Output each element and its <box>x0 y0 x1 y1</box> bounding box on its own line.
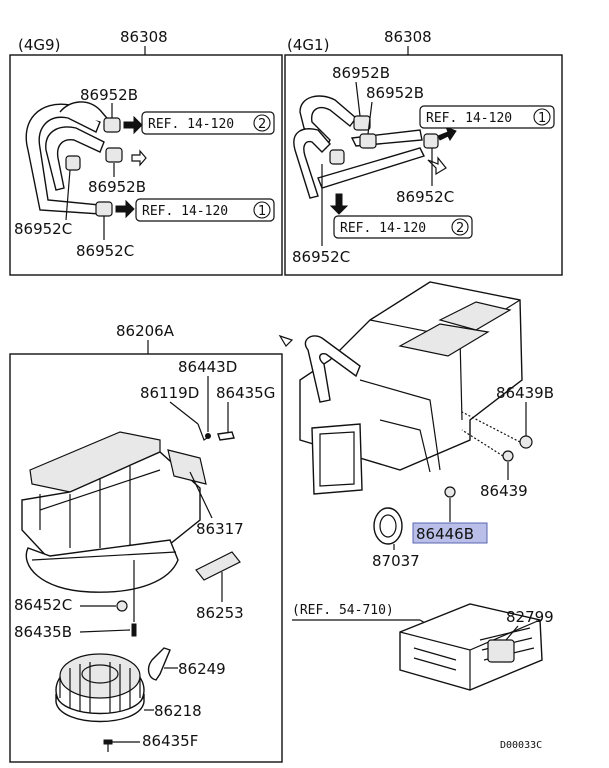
ref-label-54-710[interactable]: (REF. 54-710) <box>292 603 394 618</box>
variant-label-4g1: (4G1) <box>287 36 329 54</box>
cooling-tube-86249 <box>147 647 171 681</box>
clamp-label-86952c-2: 86952C <box>76 242 134 260</box>
panel-frame-blower <box>9 353 283 763</box>
part-label-86439b: 86439B <box>496 384 554 402</box>
svg-text:2: 2 <box>456 221 464 236</box>
ref-callout-14-120-1-right[interactable]: REF. 14-120 1 <box>419 105 555 129</box>
panel-4g9: (4G9) 86308 86952B 86952B 86952C 86952C <box>9 28 283 276</box>
hose-clamp-86952b-a <box>103 117 121 133</box>
part-label-86452c: 86452C <box>14 596 72 614</box>
clamp-label-86952b-2: 86952B <box>88 178 146 196</box>
ref-callout-14-120-2-right[interactable]: REF. 14-120 2 <box>333 215 473 239</box>
part-label-86446b-highlight[interactable]: 86446B <box>412 522 488 544</box>
svg-text:REF. 14-120: REF. 14-120 <box>426 111 512 126</box>
heater-hose-left <box>25 101 113 215</box>
ref-callout-14-120-1-left[interactable]: REF. 14-120 1 <box>135 198 275 222</box>
assembly-label-86308-left: 86308 <box>120 28 168 46</box>
arrow-icon <box>437 126 457 141</box>
part-label-86435f: 86435F <box>142 732 198 750</box>
heater-control-unit: (REF. 54-710) 82799 <box>292 603 554 691</box>
part-label-86218: 86218 <box>154 702 202 720</box>
part-label-86443d: 86443D <box>178 358 237 376</box>
diagram-code: D00033C <box>500 740 542 751</box>
heater-unit <box>278 281 533 498</box>
arrow-icon <box>123 115 143 135</box>
assembly-label-86308-right: 86308 <box>384 28 432 46</box>
part-label-87037: 87037 <box>372 552 420 570</box>
svg-text:REF. 14-120: REF. 14-120 <box>148 117 234 132</box>
clamp-label-86952c-1: 86952C <box>14 220 72 238</box>
hose-clamp-86952c-c <box>423 133 439 149</box>
hollow-arrow-icon <box>131 149 147 167</box>
svg-text:2: 2 <box>258 117 266 132</box>
panel-frame-4g1 <box>284 54 563 276</box>
svg-text:REF. 14-120: REF. 14-120 <box>340 221 426 236</box>
part-label-86439: 86439 <box>480 482 528 500</box>
drain-fitting-icon <box>444 486 456 498</box>
seal-87037 <box>373 507 403 545</box>
part-label-82799: 82799 <box>506 608 554 626</box>
highlight-box <box>412 522 488 544</box>
part-label-86253: 86253 <box>196 604 244 622</box>
svg-text:1: 1 <box>258 204 266 219</box>
hollow-arrow-icon <box>427 156 447 176</box>
clamp-label-86952c-3: 86952C <box>396 188 454 206</box>
svg-text:1: 1 <box>538 111 546 126</box>
part-label-86249: 86249 <box>178 660 226 678</box>
hose-clamp-86952c-a <box>65 155 81 171</box>
motor-cover-86253 <box>195 551 241 581</box>
part-label-86435b: 86435B <box>14 623 72 641</box>
screw-86435g <box>217 431 235 441</box>
ref-callout-14-120-2-left[interactable]: REF. 14-120 2 <box>141 111 275 135</box>
assembly-label-86206a: 86206A <box>116 322 175 340</box>
hose-clamp-86952c-d <box>329 149 345 165</box>
hose-clamp-86952b-b <box>105 147 123 163</box>
hose-clamp-86952b-c <box>353 115 371 131</box>
hollow-arrow-icon <box>278 334 294 347</box>
blower-motor-fan-86218 <box>55 653 145 723</box>
resistor-86317 <box>167 449 207 485</box>
part-label-86446b: 86446B <box>416 525 474 543</box>
blower-panel: 86206A <box>9 322 283 763</box>
part-label-86435g: 86435G <box>216 384 275 402</box>
part-label-86119d: 86119D <box>140 384 199 402</box>
svg-text:REF. 14-120: REF. 14-120 <box>142 204 228 219</box>
blower-case <box>21 431 201 593</box>
hose-clamp-86952c-b <box>95 201 113 217</box>
clamp-label-86952b-1: 86952B <box>80 86 138 104</box>
clamp-label-86952b-3: 86952B <box>332 64 390 82</box>
hose-clamp-86952b-d <box>359 133 377 149</box>
part-label-86317: 86317 <box>196 520 244 538</box>
clamp-label-86952c-4: 86952C <box>292 248 350 266</box>
panel-4g1: (4G1) 86308 86952B 86952B 86952C 86952C … <box>284 28 563 276</box>
clamp-label-86952b-4: 86952B <box>366 84 424 102</box>
connector-82799 <box>487 639 515 663</box>
panel-frame-4g9 <box>9 54 283 276</box>
arrow-icon <box>329 193 349 215</box>
arrow-icon <box>115 199 135 219</box>
variant-label-4g9: (4G9) <box>18 36 60 54</box>
